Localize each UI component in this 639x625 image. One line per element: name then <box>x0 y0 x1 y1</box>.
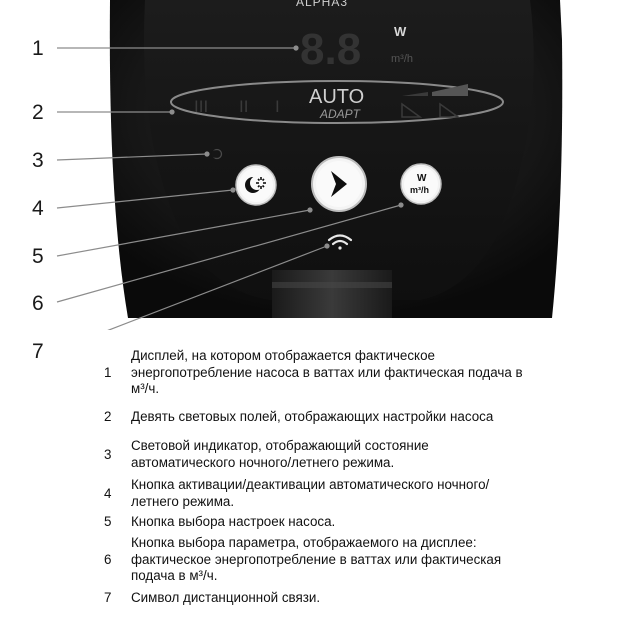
settings-ellipse <box>170 80 504 124</box>
chevron-right-icon <box>331 171 347 197</box>
legend-text: Кнопка активации/деактивации автоматичес… <box>131 477 490 509</box>
ramp-icon-2 <box>432 84 468 96</box>
leader-line-4 <box>56 189 234 209</box>
legend-text: Кнопка выбора настроек насоса. <box>131 514 336 529</box>
callout-2: 2 <box>32 101 44 124</box>
display-digits: 8.8 <box>300 25 361 74</box>
callout-6: 6 <box>32 292 44 315</box>
legend-num: 1 <box>104 365 112 380</box>
remote-communication-icon <box>327 234 353 250</box>
curve-icon-1 <box>401 102 423 118</box>
curve-icon-2 <box>439 102 461 118</box>
param-button-flow: m³/h <box>410 185 429 195</box>
unit-flow: m³/h <box>391 53 413 65</box>
legend-text: Световой индикатор, отображающий состоян… <box>131 438 429 470</box>
brand-label: ALPHA3 <box>296 0 348 9</box>
settings-select-button <box>311 156 367 212</box>
bars-i: I <box>275 97 280 116</box>
legend-num: 5 <box>104 514 112 529</box>
night-mode-indicator-icon <box>211 148 223 160</box>
param-button-w: W <box>417 173 427 184</box>
callout-3: 3 <box>32 149 44 172</box>
mode-auto: AUTO <box>309 86 364 108</box>
leader-line-3 <box>56 153 208 161</box>
legend-num: 7 <box>104 590 112 605</box>
legend-text: Девять световых полей, отображающих наст… <box>131 409 494 424</box>
pump-face <box>144 0 534 300</box>
legend-text: Символ дистанционной связи. <box>131 590 321 605</box>
legend-num: 2 <box>104 409 112 424</box>
legend-num: 4 <box>104 486 112 501</box>
mode-adapt: ADAPT <box>319 107 362 121</box>
parameter-select-button: W m³/h <box>400 163 442 205</box>
unit-power: W <box>394 24 407 39</box>
leader-line-5 <box>56 209 311 257</box>
bars-ii: II <box>239 97 248 116</box>
legend-num: 3 <box>104 447 112 462</box>
bars-iii: III <box>194 97 208 116</box>
night-mode-button <box>235 164 277 206</box>
callout-7: 7 <box>32 340 44 363</box>
callout-5: 5 <box>32 245 44 268</box>
ramp-icon-1 <box>402 92 428 96</box>
pump-illustration: ALPHA3 8.8 W m³/h III II I AUTO ADAPT <box>56 0 563 351</box>
pump-stem <box>272 270 392 318</box>
callout-4: 4 <box>32 197 44 220</box>
leader-line-6 <box>56 204 402 303</box>
callout-1: 1 <box>32 37 44 60</box>
pump-figure: ALPHA3 8.8 W m³/h III II I AUTO ADAPT <box>56 0 563 351</box>
legend-text: Кнопка выбора параметра, отображаемого н… <box>131 535 502 583</box>
legend-num: 6 <box>104 552 112 567</box>
legend-text: Дисплей, на котором отображается фактиче… <box>131 348 523 396</box>
